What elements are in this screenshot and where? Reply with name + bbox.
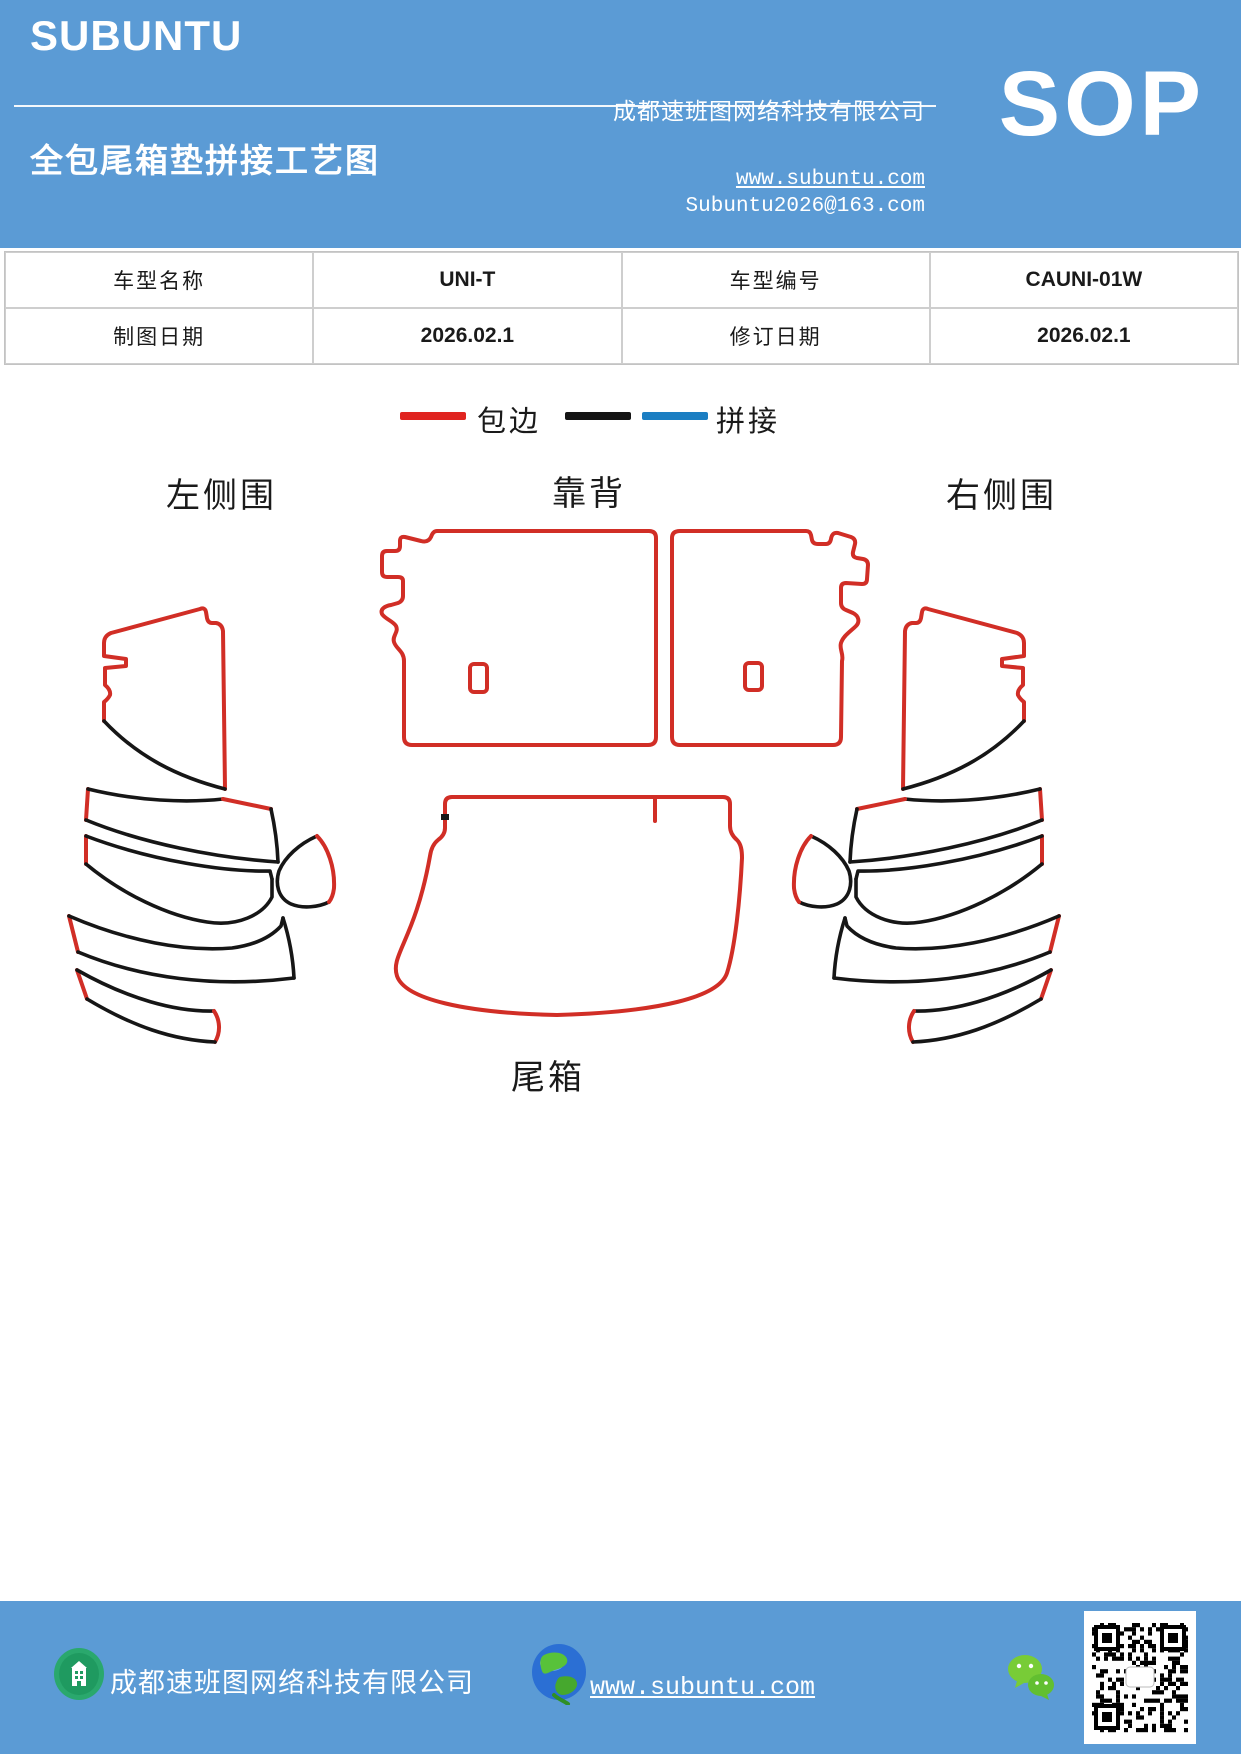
side-band1-stitch-bottom [84,818,280,864]
side-band3-edge-left [67,914,80,954]
side-band1-stitch-top [86,787,225,803]
section-label-left-side: 左侧围 [166,478,277,515]
side-wedge-stitch [275,834,331,909]
backrest-right-piece [670,529,870,747]
backrest-left-slot [468,662,489,694]
backrest-right-slot [743,661,764,692]
revise-date-label: 修订日期 [621,308,930,364]
footer-website-link[interactable]: www.subuntu.com [590,1673,816,1702]
right-side-piece-cluster [791,606,1061,1044]
qr-finder-patterns [1094,1625,1186,1730]
model-code-label: 车型编号 [621,252,930,308]
header: SUBUNTU 全包尾箱垫拼接工艺图 成都速班图网络科技有限公司 www.sub… [0,0,1241,248]
building-icon [54,1648,104,1700]
vehicle-info-table: 车型名称 UNI-T 车型编号 CAUNI-01W 制图日期 2026.02.1… [4,251,1239,365]
side-band2-stitch-bottom [84,862,274,925]
wechat-icon [1008,1655,1054,1700]
header-contact-block: 成都速班图网络科技有限公司 www.subuntu.com Subuntu202… [613,92,925,218]
side-top-piece-stitch [102,719,227,791]
sop-badge: SOP [998,53,1205,155]
stitch-blue-swatch [642,412,708,420]
mat-pattern-diagram [67,529,1061,1044]
draw-date-label: 制图日期 [5,308,314,364]
section-label-right-side: 右侧围 [946,478,1057,515]
side-strip-stitch-bottom [85,997,217,1044]
edge-red-swatch [400,412,466,420]
company-name: 成都速班图网络科技有限公司 [613,99,925,124]
stitch-black-swatch [565,412,631,420]
side-band3-stitch-bottom [76,950,296,984]
email-address: Subuntu2026@163.com [685,195,925,218]
draw-date-value: 2026.02.1 [313,308,622,364]
section-label-backrest: 靠背 [552,476,626,513]
side-strip-edge-tip [212,1009,221,1044]
website-link[interactable]: www.subuntu.com [735,168,925,191]
side-top-piece-edge [102,606,227,791]
side-band3-stitch-right [281,916,296,980]
footer-company-name: 成都速班图网络科技有限公司 [110,1668,474,1698]
side-strip-edge-left [75,968,89,1001]
model-code-value: CAUNI-01W [929,252,1238,308]
side-band1-edge-right [221,797,273,811]
brand-logo: SUBUNTU [30,12,243,59]
trunk-piece [393,795,744,1017]
side-band1-edge-left [84,787,90,822]
side-band2-stitch-top [84,834,274,881]
globe-icon [532,1644,586,1705]
header-divider [14,105,936,107]
revise-date-value: 2026.02.1 [929,308,1238,364]
side-wedge-edge [315,834,337,904]
side-band3-stitch-top [67,914,285,951]
stitch-legend-label: 拼接 [716,406,781,438]
edge-legend-label: 包边 [477,406,542,438]
side-band1-stitch-right [269,807,280,864]
qr-code [1084,1611,1196,1744]
model-name-label: 车型名称 [5,252,314,308]
backrest-left-piece [379,529,658,747]
model-name-value: UNI-T [313,252,622,308]
footer: 成都速班图网络科技有限公司 www.subuntu.com [0,1601,1241,1754]
qr-center-logo [1125,1666,1155,1688]
left-side-piece-cluster [67,606,337,1044]
section-label-trunk: 尾箱 [511,1060,585,1097]
trunk-edge-mark [441,814,449,820]
side-strip-stitch-top [75,968,216,1013]
page-title: 全包尾箱垫拼接工艺图 [30,144,380,180]
line-legend: 包边 拼接 [0,396,1241,438]
